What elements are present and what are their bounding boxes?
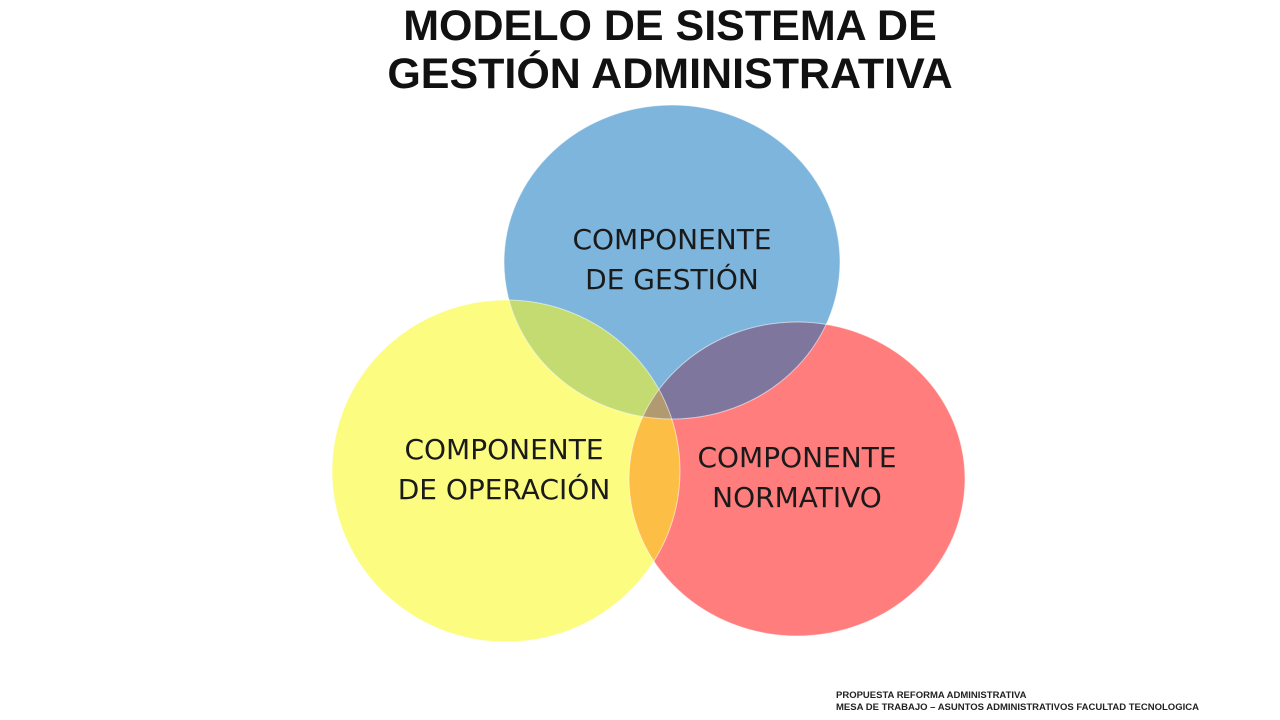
- overlap-gestion-operacion: [504, 300, 680, 419]
- page-title: MODELO DE SISTEMA DE GESTIÓN ADMINISTRAT…: [0, 2, 1280, 98]
- label-gestion-line-1: COMPONENTE: [572, 223, 772, 256]
- title-line-2: GESTIÓN ADMINISTRATIVA: [387, 50, 953, 98]
- label-gestion: COMPONENTE DE GESTIÓN: [560, 220, 784, 300]
- label-normativo: COMPONENTE NORMATIVO: [684, 438, 910, 518]
- overlap-gestion-normativo: [629, 322, 840, 419]
- label-gestion-line-2: DE GESTIÓN: [585, 263, 759, 296]
- label-operacion-line-2: DE OPERACIÓN: [397, 473, 611, 506]
- label-normativo-line-1: COMPONENTE: [697, 441, 897, 474]
- footer-credits: PROPUESTA REFORMA ADMINISTRATIVA MESA DE…: [836, 690, 1199, 714]
- label-operacion: COMPONENTE DE OPERACIÓN: [386, 430, 622, 510]
- footer-line-1: PROPUESTA REFORMA ADMINISTRATIVA: [836, 690, 1027, 701]
- footer-line-2: MESA DE TRABAJO – ASUNTOS ADMINISTRATIVO…: [836, 702, 1199, 713]
- title-line-1: MODELO DE SISTEMA DE: [403, 2, 937, 50]
- label-normativo-line-2: NORMATIVO: [712, 481, 882, 514]
- label-operacion-line-1: COMPONENTE: [404, 433, 604, 466]
